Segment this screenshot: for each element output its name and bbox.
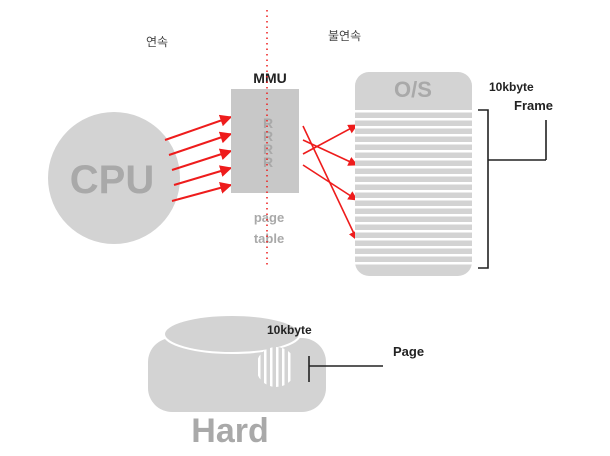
disk-page bbox=[256, 347, 296, 387]
mem-arrow-3 bbox=[302, 124, 358, 155]
frame-size-label: 10kbyte bbox=[489, 80, 534, 94]
cpu-arrow-3 bbox=[171, 148, 233, 171]
mmu-entry-r: R bbox=[263, 154, 273, 170]
hard-disk: Hard bbox=[148, 314, 326, 450]
frame-label: Frame bbox=[514, 98, 553, 113]
physical-memory: O/S bbox=[355, 72, 472, 276]
hard-label: Hard bbox=[191, 412, 268, 450]
mmu-label: MMU bbox=[253, 70, 286, 86]
disk-platter bbox=[163, 314, 301, 354]
cpu-circle bbox=[48, 112, 180, 244]
mmu-to-memory-arrows bbox=[302, 124, 358, 241]
page-table-label-line2: table bbox=[254, 231, 284, 246]
page-size-label: 10kbyte bbox=[267, 323, 312, 337]
cpu-arrow-5 bbox=[171, 182, 233, 202]
noncontinuous-label: 불연속 bbox=[328, 29, 361, 43]
mmu-entry-r: R bbox=[263, 141, 273, 157]
mem-arrow-2 bbox=[302, 139, 358, 166]
mmu-entries: R R R R bbox=[263, 115, 273, 170]
mmu-box bbox=[231, 89, 299, 193]
cpu-arrow-1 bbox=[164, 114, 233, 141]
page-label: Page bbox=[393, 344, 424, 359]
continuous-label: 연속 bbox=[146, 35, 168, 49]
mmu-entry-r: R bbox=[263, 128, 273, 144]
frame-stripes bbox=[355, 110, 472, 265]
frame-bracket bbox=[478, 109, 547, 269]
mmu-entry-r: R bbox=[263, 115, 273, 131]
os-label: O/S bbox=[394, 77, 432, 102]
page-table-label-line1: page bbox=[254, 210, 284, 225]
cpu-arrow-2 bbox=[168, 131, 233, 156]
cpu-arrow-4 bbox=[173, 165, 233, 186]
cpu-label: CPU bbox=[70, 158, 154, 202]
page-pointer bbox=[308, 356, 383, 382]
cpu-to-mmu-arrows bbox=[164, 114, 233, 202]
mem-arrow-4 bbox=[302, 164, 358, 201]
